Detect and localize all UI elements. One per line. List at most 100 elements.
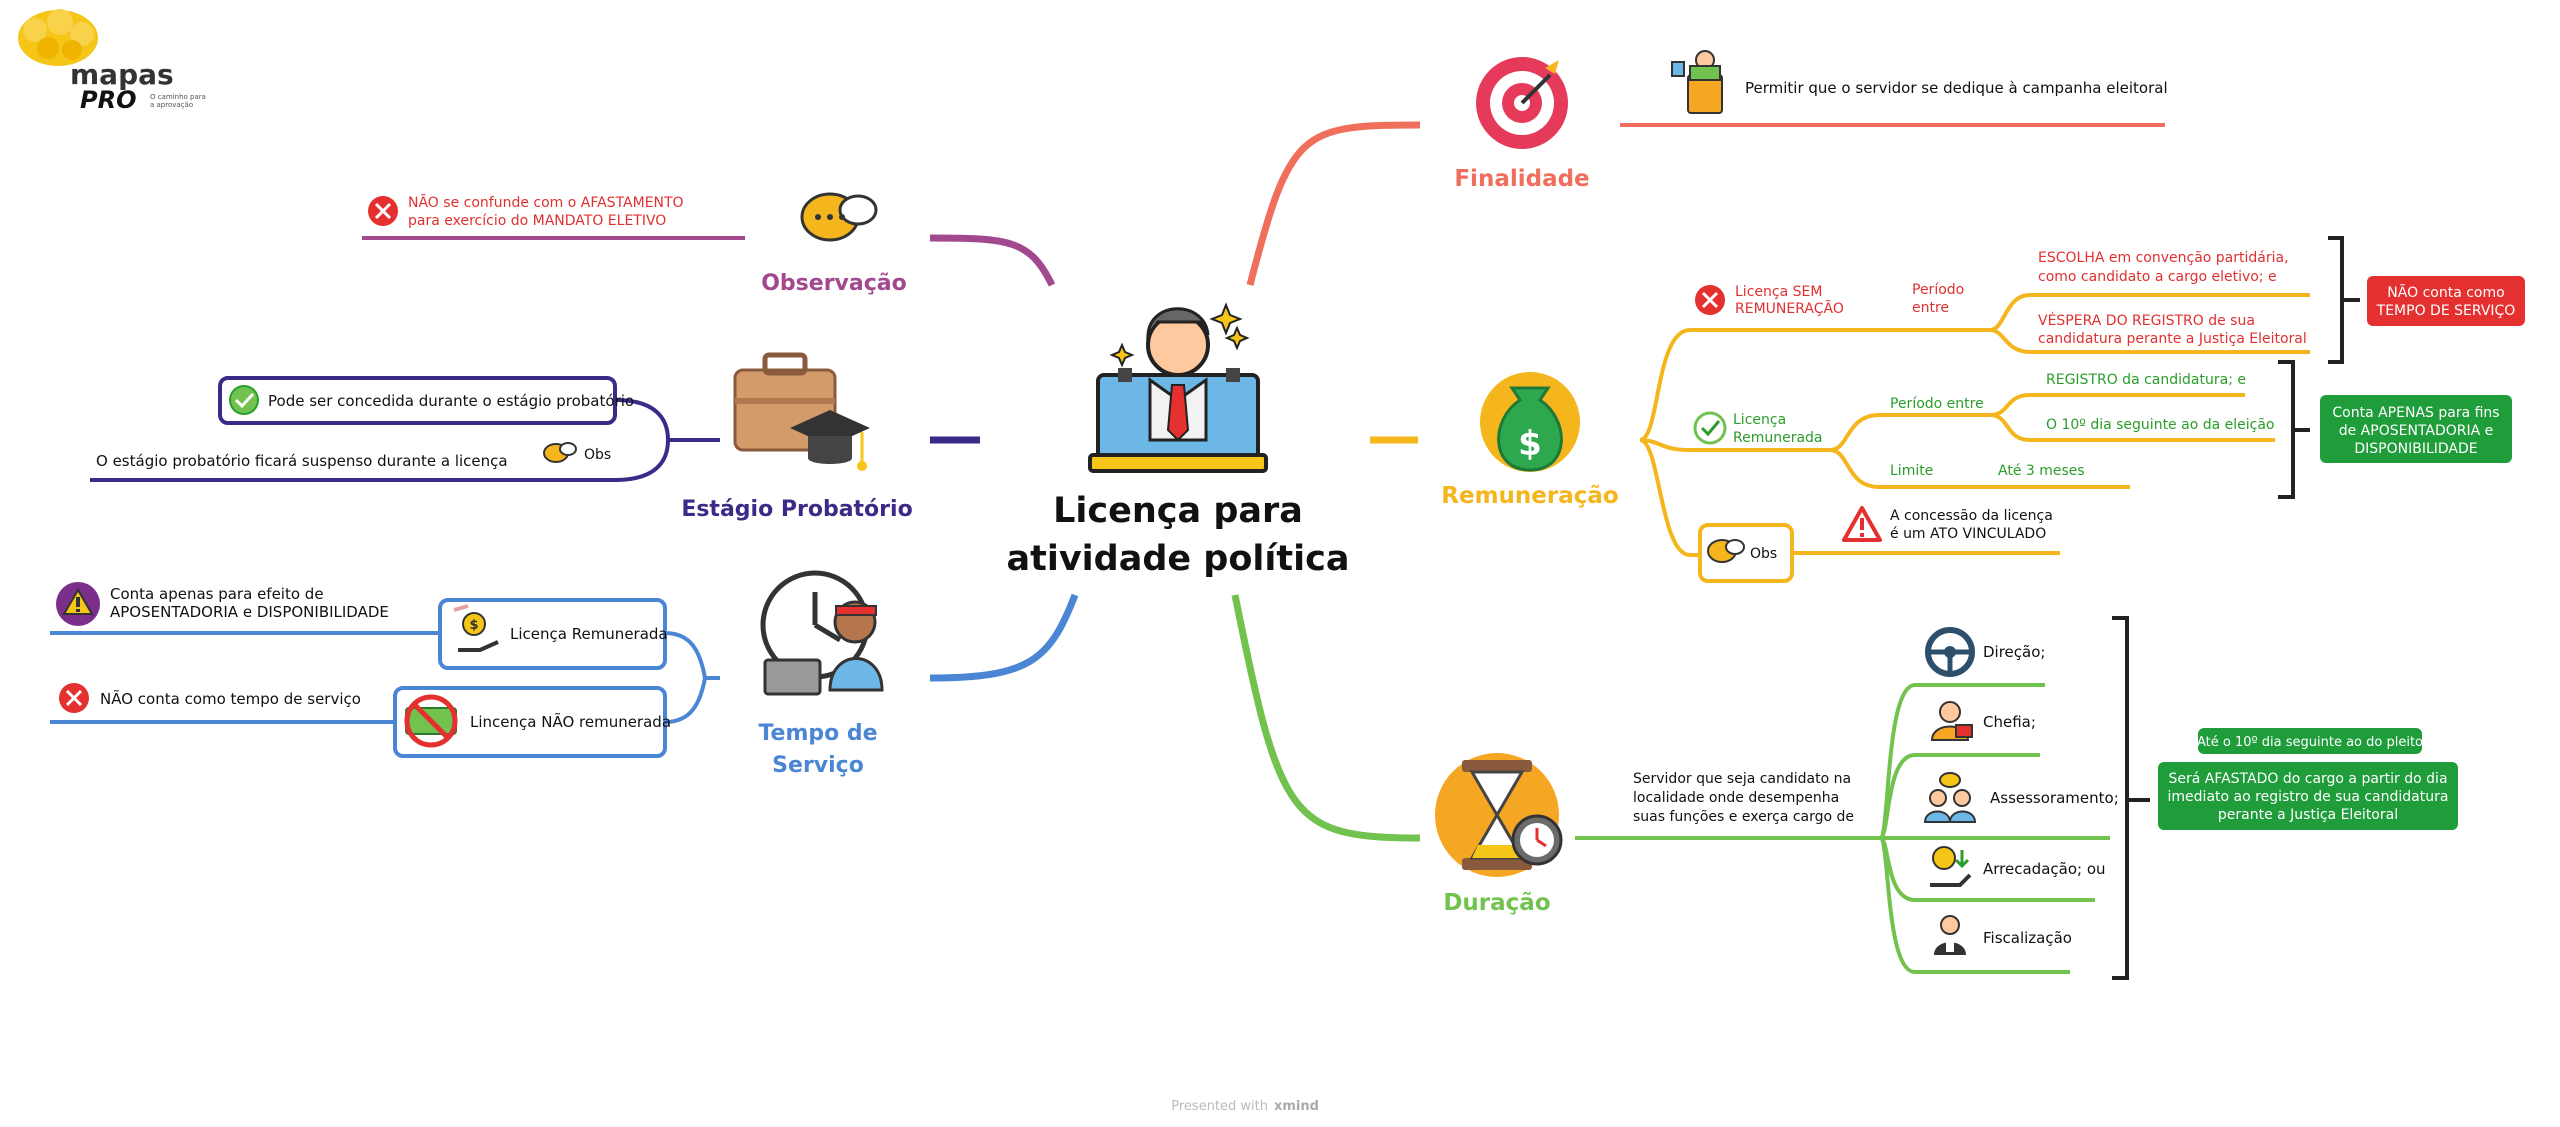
remuneracao-com-node[interactable]: Licença Remunerada	[1693, 411, 1823, 446]
rem-com-summary-box[interactable]: Conta APENAS para fins de APOSENTADORIA …	[2320, 395, 2512, 463]
logo-pro: PRO	[80, 86, 136, 114]
topic-label-estagio: Estágio Probatório	[681, 497, 912, 522]
estagio-item-text: Pode ser concedida durante o estágio pro…	[268, 392, 634, 410]
duracao-badge[interactable]: Até o 10º dia seguinte ao do pleito	[2197, 728, 2423, 754]
rem-com-limit-value: Até 3 meses	[1998, 463, 2085, 479]
topic-duracao[interactable]: Duração	[1435, 753, 1563, 916]
check-icon	[1693, 411, 1727, 445]
topic-finalidade[interactable]: Finalidade	[1454, 57, 1590, 192]
duracao-result: imediato ao registro de sua candidatura	[2168, 789, 2449, 805]
footer-prefix: Presented with	[1171, 1099, 1268, 1114]
coin-hand-icon	[1930, 846, 1972, 887]
connector-duracao-item	[1878, 753, 2040, 840]
branch-line-tempo	[929, 593, 1079, 682]
rem-sem-item: candidatura perante a Justiça Eleitoral	[2038, 331, 2307, 347]
duracao-desc: Servidor que seja candidato na	[1633, 771, 1851, 787]
rem-sem-label: REMUNERAÇÃO	[1735, 300, 1844, 317]
tempo-nao-node[interactable]: Lincença NÃO remunerada	[393, 686, 671, 758]
tempo-rem-text: Conta apenas para efeito de	[110, 585, 324, 603]
observacao-text: NÃO se confunde com o AFASTAMENTO	[408, 194, 684, 211]
central-title: atividade política	[1007, 539, 1350, 579]
topic-tempo[interactable]: Tempo de Serviço	[758, 570, 884, 778]
connector-rem-sem-period	[1989, 328, 2310, 354]
estagio-obs-label: Obs	[584, 447, 611, 463]
duracao-item: Assessoramento;	[1990, 789, 2119, 807]
central-topic[interactable]: Licença para atividade política	[1007, 302, 1350, 579]
tempo-rem-text: APOSENTADORIA e DISPONIBILIDADE	[110, 603, 389, 621]
rem-sem-item: VÉSPERA DO REGISTRO de sua	[2038, 312, 2255, 329]
worker-clock-icon	[760, 570, 884, 696]
branch-line-duracao	[1231, 594, 1421, 842]
speech-bubbles-icon	[543, 442, 577, 463]
connector-rem-com-period	[1989, 413, 2275, 442]
rem-sem-period: Período	[1912, 282, 1964, 298]
duracao-item: Direção;	[1983, 643, 2045, 661]
rem-sem-period: entre	[1912, 300, 1949, 316]
topic-observacao[interactable]: Observação	[761, 192, 907, 296]
duracao-result: perante a Justiça Eleitoral	[2218, 807, 2398, 823]
rem-sem-item: como candidato a cargo eletivo; e	[2038, 269, 2277, 285]
rem-com-limit: Limite	[1890, 463, 1933, 479]
duracao-item: Chefia;	[1983, 713, 2036, 731]
inspector-icon	[1934, 915, 1966, 955]
topic-estagio[interactable]: Estágio Probatório	[681, 352, 913, 522]
rem-com-item: REGISTRO da candidatura; e	[2046, 372, 2246, 388]
branch-line-observacao	[929, 234, 1056, 287]
no-money-icon	[404, 694, 458, 748]
connector-tempo	[664, 631, 708, 724]
connector-rem-com	[1829, 448, 2130, 489]
svg-text:$: $	[1518, 424, 1542, 464]
topic-label-tempo: Tempo de	[758, 721, 877, 746]
central-title: Licença para	[1053, 491, 1303, 531]
logo-tagline: O caminho para	[150, 93, 206, 101]
topic-label-remuneracao: Remuneração	[1441, 483, 1618, 509]
estagio-item-node[interactable]: Pode ser concedida durante o estágio pro…	[218, 376, 634, 425]
rem-obs-node[interactable]: Obs	[1698, 523, 1794, 583]
topic-label-tempo: Serviço	[772, 753, 864, 778]
campaign-speaker-icon	[1671, 50, 1723, 114]
estagio-obs-text: O estágio probatório ficará suspenso dur…	[96, 452, 508, 470]
mapaspro-logo: mapas PRO O caminho para a aprovação	[18, 9, 206, 114]
tempo-rem-node[interactable]: $ Licença Remunerada	[438, 598, 668, 670]
politician-podium-icon	[1088, 302, 1268, 473]
remuneracao-sem-node[interactable]: Licença SEM REMUNERAÇÃO	[1695, 284, 1844, 317]
error-x-icon	[1695, 285, 1725, 315]
tempo-rem-label: Licença Remunerada	[510, 625, 668, 643]
duracao-item: Arrecadação; ou	[1983, 860, 2106, 878]
money-bag-icon: $	[1480, 372, 1580, 472]
rem-obs-text: é um ATO VINCULADO	[1890, 526, 2046, 542]
logo-tagline: a aprovação	[150, 101, 193, 109]
tempo-nao-text: NÃO conta como tempo de serviço	[100, 689, 361, 708]
rem-com-period: Período entre	[1890, 396, 1984, 412]
rem-sem-label: Licença SEM	[1735, 284, 1822, 300]
rem-obs-label: Obs	[1750, 546, 1777, 562]
connector-rem-main	[1639, 438, 1700, 452]
duracao-desc: localidade onde desempenha	[1633, 790, 1839, 806]
finalidade-item: Permitir que o servidor se dedique à cam…	[1745, 79, 2168, 97]
duracao-badge-text: Até o 10º dia seguinte ao do pleito	[2197, 735, 2423, 750]
duracao-result-box[interactable]: Será AFASTADO do cargo a partir do dia i…	[2158, 762, 2458, 830]
topic-label-finalidade: Finalidade	[1454, 166, 1589, 192]
topic-remuneracao[interactable]: $ Remuneração	[1441, 372, 1619, 509]
rem-com-label: Remunerada	[1733, 430, 1823, 446]
logo-name: mapas	[70, 58, 174, 91]
speech-bubbles-icon	[800, 192, 878, 242]
duracao-result: Será AFASTADO do cargo a partir do dia	[2168, 771, 2447, 787]
duracao-item: Fiscalização	[1983, 929, 2072, 947]
rem-com-label: Licença	[1733, 412, 1786, 428]
error-x-icon	[59, 683, 89, 713]
estagio-obs: Obs	[543, 442, 611, 463]
warning-icon	[1842, 506, 1882, 542]
duracao-desc: suas funções e exerça cargo de	[1633, 809, 1854, 825]
coin-hand-icon: $	[453, 604, 499, 652]
rem-sem-item: ESCOLHA em convenção partidária,	[2038, 250, 2289, 266]
rem-sem-summary: NÃO conta como	[2387, 284, 2504, 301]
bracket-duracao	[2112, 616, 2150, 980]
rem-sem-summary-box[interactable]: NÃO conta como TEMPO DE SERVIÇO	[2367, 276, 2525, 326]
footer-brand: xmind	[1274, 1099, 1319, 1114]
bracket-com	[2278, 360, 2310, 499]
check-icon	[229, 385, 259, 415]
briefcase-graduation-icon	[733, 352, 870, 471]
topic-label-duracao: Duração	[1443, 890, 1550, 916]
